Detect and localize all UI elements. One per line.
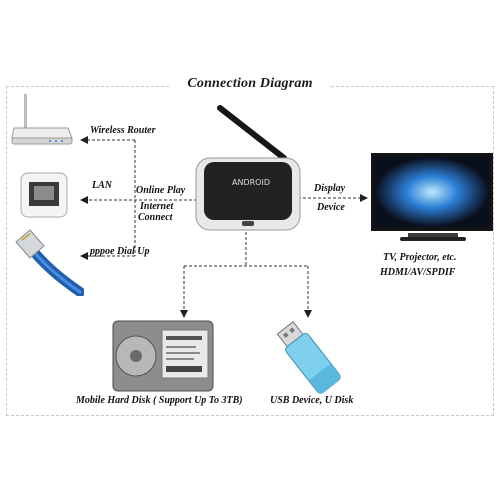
android-logo-text: ANDROID [232,178,270,187]
tv-icon [371,153,493,241]
label-wireless-router: Wireless Router [90,125,156,136]
label-hard-disk: Mobile Hard Disk ( Support Up To 3TB) [76,395,243,406]
label-connect: Connect [138,212,173,223]
diagram-title: Connection Diagram [170,76,330,92]
label-pppoe: pppoe Dial Up [90,246,150,257]
hard-disk-icon [112,320,214,392]
ethernet-cable-icon [15,229,84,296]
wireless-router-icon [11,94,73,145]
android-tv-box-icon: ANDROID [195,105,301,231]
label-lan: LAN [92,180,112,191]
lan-port-icon [20,172,68,218]
label-tv-line1: TV, Projector, etc. [383,252,457,263]
label-display: Display [314,183,346,194]
label-internet: Internet [140,201,174,212]
label-online-play: Online Play [136,185,186,196]
usb-stick-icon [276,321,341,394]
label-usb: USB Device, U Disk [270,395,354,406]
label-device: Device [317,202,345,213]
label-tv-line2: HDMI/AV/SPDIF [380,267,456,278]
